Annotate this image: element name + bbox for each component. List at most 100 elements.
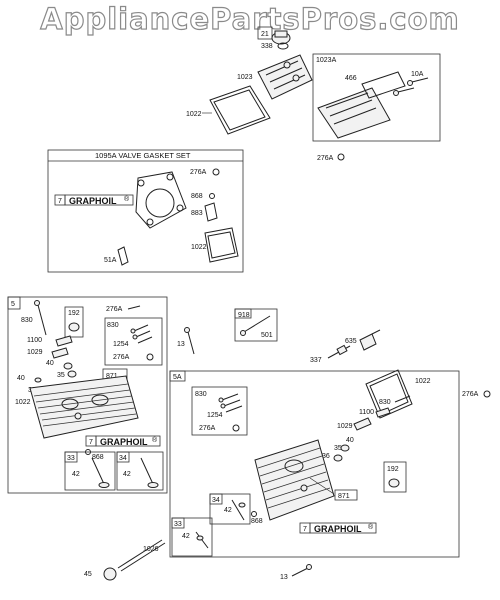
cylinder-head-g5-part[interactable] [29,375,139,439]
watermark: AppliancePartsPros.com [40,1,460,36]
seal-868-gs-part[interactable] [209,193,215,199]
spark-plug-part[interactable] [327,344,351,359]
label-33-g5: 33 [67,455,75,462]
label-10a: 10A [411,71,424,78]
svg-text:7: 7 [303,526,307,533]
graphoil-sealant-g5a: 7 GRAPHOIL ® [299,522,377,534]
svg-text:®: ® [152,436,158,444]
label-868-gasket-set: 868 [191,193,203,200]
label-45: 45 [84,571,92,578]
label-1100-g5: 1100 [27,337,42,344]
label-276a-g5: 276A [106,306,123,313]
label-13-bottom: 13 [280,574,288,581]
label-830b-g5: 830 [107,322,119,329]
dipstick-tube-part[interactable] [117,539,166,572]
label-635: 635 [345,338,357,345]
valve-springs-g5a-part[interactable] [333,444,350,462]
label-1022-top: 1022 [186,111,202,118]
rocker-stud-830-part[interactable] [34,300,47,336]
group-5a-box [169,370,460,558]
label-42b-g5: 42 [123,471,131,478]
breather-gasket-part[interactable] [277,42,289,50]
intake-valve-g5a-part[interactable] [231,499,246,521]
item-192-box-g5 [64,306,84,338]
spark-plug-cap-part[interactable] [359,329,381,351]
svg-text:GRAPHOIL: GRAPHOIL [100,437,148,447]
group-5a-title: 5A [173,374,182,381]
item-33-box-g5 [64,451,116,491]
item-33-box-g5a [171,517,213,557]
svg-text:®: ® [368,523,374,531]
exhaust-valve-g5a-part[interactable] [195,531,209,549]
valve-cover-gasket-gs-part[interactable] [204,227,239,263]
label-192-g5: 192 [68,310,80,317]
label-35-g5a: 35 [334,445,342,452]
label-51a: 51A [104,257,117,264]
part-192-g5a[interactable] [388,478,400,488]
svg-text:GRAPHOIL: GRAPHOIL [314,524,362,534]
part-192-g5[interactable] [68,322,80,332]
item-871-box-g5a [334,489,358,501]
item-34-box-g5a [209,493,251,525]
seal-868-g5a-part[interactable] [251,511,257,517]
label-40-g5: 40 [46,360,54,367]
label-883: 883 [191,210,203,217]
item-192-box-g5a [383,461,407,493]
svg-text:GRAPHOIL: GRAPHOIL [69,196,117,206]
label-42-g5: 42 [72,471,80,478]
label-868-g5a: 868 [251,518,263,525]
label-868-g5: 868 [92,454,104,461]
rocker-stud-kit-g5-part[interactable] [130,324,154,361]
washer-276a-gs-part[interactable] [212,168,220,176]
fitting-501-part[interactable] [240,315,271,336]
item-830-box-g5a [191,386,248,436]
cover-screws-part[interactable] [393,77,429,96]
label-192-g5a: 192 [387,466,399,473]
cylinder-head-g5a-part[interactable] [254,439,335,521]
intake-gasket-883-part[interactable] [204,202,218,222]
washer-276a-g5-part[interactable] [127,305,141,310]
label-34-g5a: 34 [212,497,220,504]
graphoil-sealant-1095a: 7 GRAPHOIL ® [54,194,134,206]
intake-valve-g5-part[interactable] [140,457,159,488]
group-1095a-box [47,149,244,273]
label-1029-g5a: 1029 [337,423,353,430]
rocker-arm-g5-part[interactable] [51,335,73,359]
svg-text:®: ® [124,195,130,203]
breather-valve-part[interactable] [271,30,291,45]
rocker-stud-kit-g5a-part[interactable] [218,393,243,432]
label-21: 21 [261,31,269,38]
group-1095a-title: 1095A VALVE GASKET SET [95,151,191,160]
label-1254-g5: 1254 [113,341,129,348]
valve-cover-part[interactable] [257,54,313,100]
label-34-g5: 34 [119,455,127,462]
label-276a-g5a: 276A [199,425,216,432]
item-830-box-g5 [104,317,163,366]
label-871-g5: 871 [106,373,118,380]
label-276a-right: 276A [462,391,479,398]
exhaust-valve-g5-part[interactable] [91,457,110,488]
exhaust-gasket-51a-part[interactable] [117,246,129,266]
item-918-box [234,308,278,342]
valve-cover-gasket-part[interactable] [209,85,271,135]
graphoil-sealant-g5: 7 GRAPHOIL ® [85,435,161,447]
head-gasket-part[interactable] [135,171,187,229]
label-871-g5a: 871 [338,493,350,500]
item-34-box-g5 [116,451,164,491]
label-1022-gasket-set: 1022 [191,244,207,251]
rocker-stud-830-g5a-part[interactable] [394,395,411,403]
dipstick-cap-part[interactable] [103,567,117,581]
valve-springs-g5-part[interactable] [34,362,77,383]
valve-cover-gasket-g5a-part[interactable] [365,369,413,419]
washer-276a-right-part[interactable] [483,390,491,398]
label-33-g5a: 33 [174,521,182,528]
label-276a-top: 276A [317,155,334,162]
head-bolt-13-mid-part[interactable] [184,327,195,355]
valve-cover-assembly-part[interactable] [317,87,391,139]
head-bolt-13-bottom-part[interactable] [291,564,312,577]
rocker-arm-g5a-part[interactable] [353,407,391,431]
label-1023: 1023 [237,74,253,81]
cover-gasket-466-part[interactable] [361,71,406,99]
washer-276a-top-part[interactable] [337,153,345,161]
